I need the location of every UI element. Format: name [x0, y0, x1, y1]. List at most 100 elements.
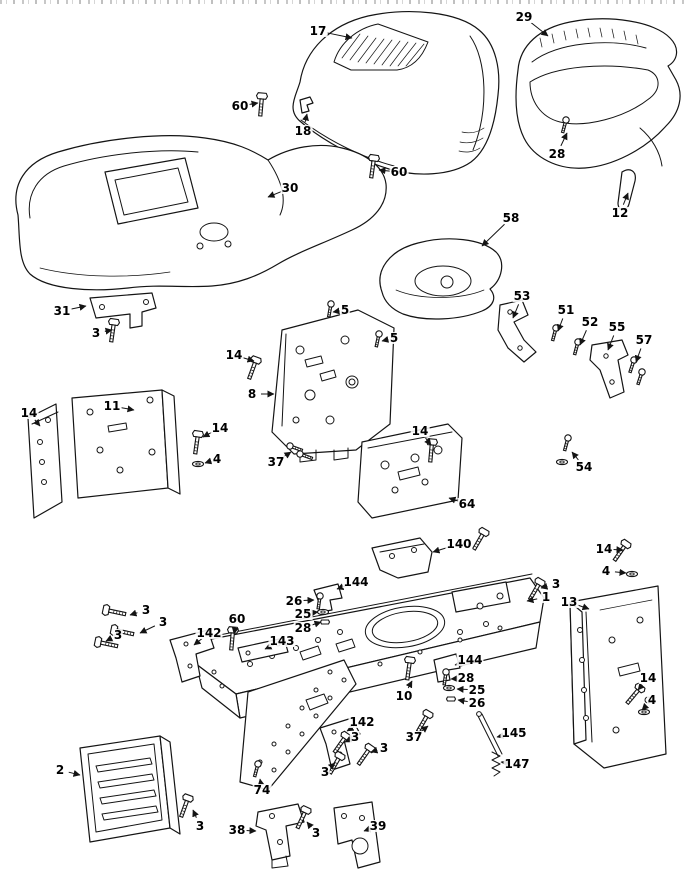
callout-144: 144: [456, 653, 484, 667]
bolt-3: [101, 603, 128, 621]
washer-4: [625, 570, 639, 578]
leader-line-3: [192, 809, 199, 818]
callout-3: 3: [378, 741, 390, 755]
leader-line-14: [637, 682, 645, 691]
washer-25: [442, 684, 456, 692]
leader-line-58: [481, 223, 505, 247]
callout-28: 28: [547, 147, 567, 161]
leader-line-5: [381, 336, 390, 343]
leader-line-14: [424, 437, 432, 446]
callout-3: 3: [349, 730, 361, 744]
callout-60: 60: [227, 612, 247, 626]
leader-line-18: [302, 113, 309, 123]
leader-line-29: [530, 22, 549, 37]
callout-14: 14: [224, 348, 244, 362]
leader-line-25: [311, 609, 319, 617]
callout-3: 3: [310, 826, 322, 840]
callout-30: 30: [280, 181, 300, 195]
callout-2: 2: [54, 763, 66, 777]
callout-52: 52: [580, 315, 600, 329]
leader-line-4: [614, 568, 627, 576]
callout-5: 5: [339, 303, 351, 317]
callout-4: 4: [600, 564, 612, 578]
leader-line-3: [306, 821, 314, 830]
washer-4: [191, 460, 205, 468]
callout-29: 29: [514, 10, 534, 24]
callout-60: 60: [389, 165, 409, 179]
leader-line-54: [571, 451, 579, 461]
callout-3: 3: [140, 603, 152, 617]
callout-144: 144: [342, 575, 370, 589]
part-side-plate-11: [71, 389, 205, 499]
callout-64: 64: [457, 497, 477, 511]
leader-line-3: [105, 634, 114, 642]
leader-line-10: [405, 680, 413, 689]
leader-line-60: [378, 167, 391, 175]
callout-4: 4: [211, 452, 223, 466]
part-bracket-39: [333, 801, 381, 869]
callout-14: 14: [594, 542, 614, 556]
part-side-plate-14-left: [27, 403, 63, 519]
bolt-60: [254, 91, 269, 117]
leader-line-2: [68, 770, 81, 777]
leader-line-3: [540, 582, 549, 590]
callout-54: 54: [574, 460, 594, 474]
screw-5: [325, 299, 336, 318]
leader-line-26: [302, 596, 315, 604]
part-support-rod: [617, 169, 636, 211]
leader-line-11: [120, 405, 135, 413]
leader-line-1: [526, 596, 538, 604]
callout-31: 31: [52, 304, 72, 318]
part-fender-body: [15, 135, 387, 291]
callout-13: 13: [559, 595, 579, 609]
callout-140: 140: [445, 537, 473, 551]
part-screw-54: [555, 433, 573, 466]
leader-line-51: [557, 318, 564, 332]
callout-18: 18: [293, 124, 313, 138]
leader-line-3: [370, 746, 379, 754]
bolt-3: [353, 741, 377, 769]
callout-39: 39: [368, 819, 388, 833]
callout-58: 58: [501, 211, 521, 225]
callout-143: 143: [268, 634, 296, 648]
leader-line-3: [129, 609, 138, 617]
part-bracket-38: [255, 803, 305, 869]
screw-57: [634, 367, 647, 386]
part-side-plate-13: [524, 537, 667, 769]
callout-25: 25: [293, 607, 313, 621]
callout-5: 5: [388, 331, 400, 345]
screw-57: [626, 355, 639, 374]
callout-25: 25: [467, 683, 487, 697]
callout-74: 74: [252, 783, 272, 797]
callout-3: 3: [157, 615, 169, 629]
part-rod-145: [476, 711, 503, 757]
part-support-channel-64: [357, 423, 463, 519]
callout-8: 8: [246, 387, 258, 401]
callout-142: 142: [195, 626, 223, 640]
washer-25: [316, 608, 330, 616]
leader-line-38: [245, 827, 257, 835]
part-bracket-55: [589, 339, 629, 399]
leader-line-13: [577, 603, 590, 611]
callout-55: 55: [607, 320, 627, 334]
screw-52: [570, 337, 583, 356]
callout-10: 10: [394, 689, 414, 703]
callout-37: 37: [404, 730, 424, 744]
leader-line-55: [607, 335, 615, 351]
part-deflector-shield: [379, 238, 503, 320]
callout-14: 14: [638, 671, 658, 685]
bolt-3: [175, 792, 195, 820]
leader-line-14: [612, 546, 624, 554]
callout-4: 4: [646, 693, 658, 707]
leader-line-3: [139, 625, 156, 634]
callout-53: 53: [512, 289, 532, 303]
callout-14: 14: [410, 424, 430, 438]
callout-3: 3: [90, 326, 102, 340]
callout-26: 26: [284, 594, 304, 608]
leader-line-64: [448, 496, 459, 504]
callout-51: 51: [556, 303, 576, 317]
leader-line-57: [634, 348, 642, 363]
leader-line-37: [420, 725, 429, 733]
